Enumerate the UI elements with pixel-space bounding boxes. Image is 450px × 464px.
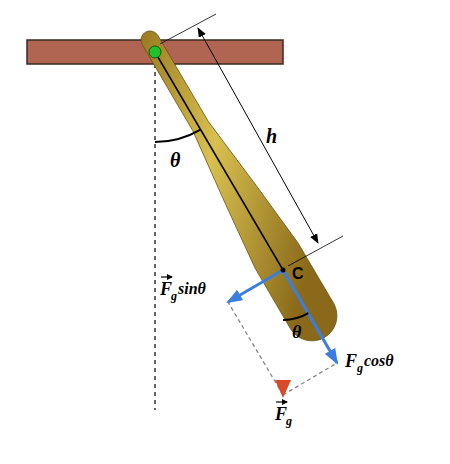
gravity-vector <box>280 270 286 393</box>
force-subscript: g <box>357 362 363 374</box>
point-label: C <box>292 266 304 282</box>
angle-label: θ <box>292 323 301 341</box>
vertical-reference <box>154 64 155 410</box>
dimension-line <box>198 28 318 243</box>
pivot-point <box>149 46 161 58</box>
cos-component-vector <box>283 270 337 363</box>
center-of-mass-dot <box>281 268 286 273</box>
force-symbol: F <box>345 352 357 370</box>
component-label: cosθ <box>364 353 394 369</box>
force-symbol: F <box>160 280 172 298</box>
force-subscript: g <box>171 290 177 302</box>
angle-arc <box>283 313 308 320</box>
extension-line <box>160 14 216 44</box>
component-label: sinθ <box>178 281 206 297</box>
vector-arrow <box>161 276 172 277</box>
vector-arrow <box>276 401 287 402</box>
angle-arc <box>155 130 201 142</box>
sin-component-vector <box>228 270 283 302</box>
dimension-label: h <box>266 126 277 146</box>
force-symbol: F <box>275 405 287 423</box>
extension-line <box>288 236 343 266</box>
construction-line <box>228 302 283 395</box>
pivot-axis <box>155 52 283 270</box>
gravity-arrowhead <box>275 380 291 398</box>
force-subscript: g <box>286 415 292 427</box>
bat-body <box>141 31 337 341</box>
construction-line <box>283 363 337 395</box>
angle-label: θ <box>170 150 180 170</box>
